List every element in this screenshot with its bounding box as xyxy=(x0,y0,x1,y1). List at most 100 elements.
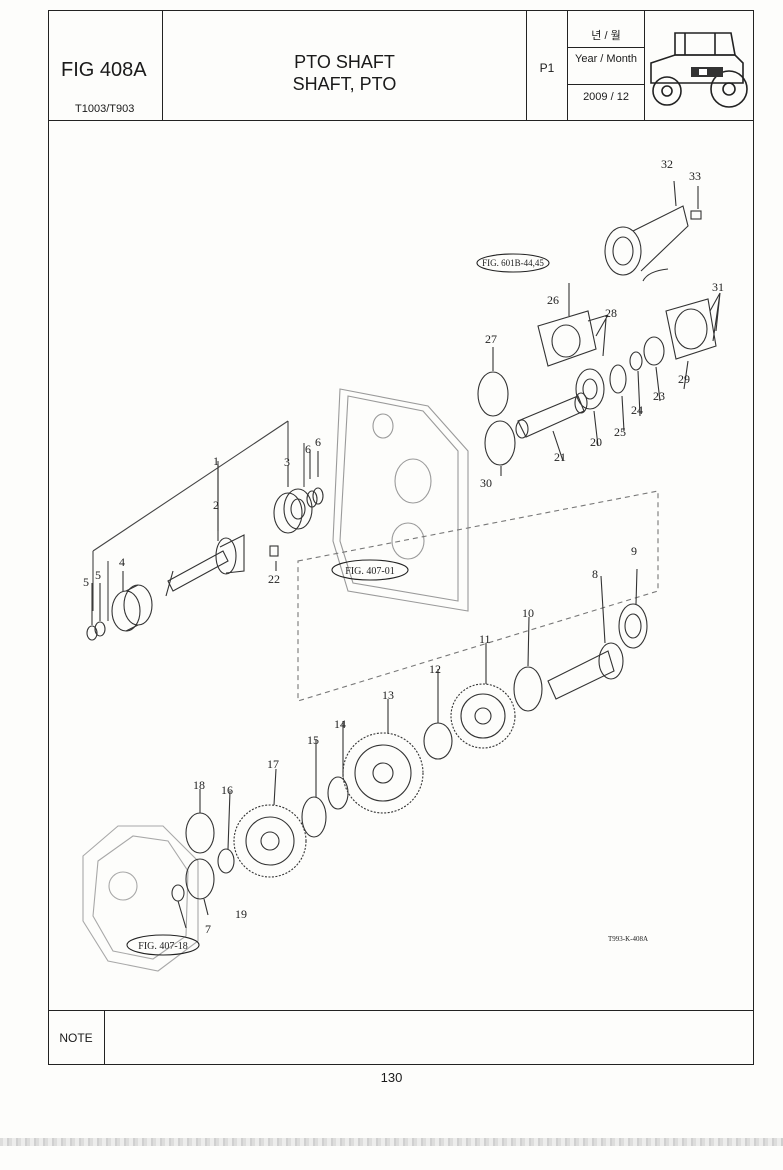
part-label-32: 32 xyxy=(661,157,673,171)
o-ring-30 xyxy=(484,420,516,466)
cover-26 xyxy=(537,310,597,367)
bearing-10 xyxy=(513,666,543,712)
part-label-4: 4 xyxy=(119,555,125,569)
ring-6a xyxy=(306,490,318,508)
part-label-17: 17 xyxy=(267,757,279,771)
part-label-6b: 6 xyxy=(315,435,321,449)
fig-cell: FIG 408A T1003/T903 xyxy=(49,11,163,120)
bearing-9-inner xyxy=(624,613,642,639)
ref-407-01-text: FIG. 407-01 xyxy=(345,566,394,577)
ref-407-18[interactable]: FIG. 407-18 xyxy=(126,934,200,956)
title-cell: PTO SHAFT SHAFT, PTO xyxy=(163,11,527,120)
part-label-27: 27 xyxy=(485,332,497,346)
date-label-kr: 년 / 월 xyxy=(591,30,621,42)
ring-5a xyxy=(86,625,98,641)
part-label-12: 12 xyxy=(429,662,441,676)
part-label-5a: 5 xyxy=(83,575,89,589)
page-code-cell: P1 xyxy=(527,11,568,120)
part-label-28: 28 xyxy=(605,306,617,320)
ring-7 xyxy=(171,884,185,902)
part-label-15: 15 xyxy=(307,733,319,747)
o-ring-27 xyxy=(477,371,509,417)
seal-23 xyxy=(643,336,665,366)
part-label-22: 22 xyxy=(268,572,280,586)
collar-12 xyxy=(423,722,453,760)
bearing-20-inner xyxy=(582,378,598,400)
assembly-outline xyxy=(297,490,659,702)
part-label-18: 18 xyxy=(193,778,205,792)
part-label-13: 13 xyxy=(382,688,394,702)
exploded-diagram: 1 2 3 4 5 5 6 6 7 8 9 10 11 12 13 14 15 … xyxy=(48,121,754,1010)
part-label-30: 30 xyxy=(480,476,492,490)
part-label-25: 25 xyxy=(614,425,626,439)
pin-22 xyxy=(269,545,279,557)
part-label-7: 7 xyxy=(205,922,211,936)
part-label-14: 14 xyxy=(334,717,346,731)
sleeve-32 xyxy=(604,205,689,276)
ring-5b xyxy=(94,621,106,637)
part-label-3: 3 xyxy=(284,455,290,469)
note-row: NOTE xyxy=(48,1010,754,1065)
ref-407-01[interactable]: FIG. 407-01 xyxy=(331,559,409,581)
ring-6b xyxy=(312,487,324,505)
bearing-18 xyxy=(185,812,215,854)
cover-29 xyxy=(665,298,717,360)
shaft-8 xyxy=(547,642,624,700)
ring-24 xyxy=(629,351,643,371)
part-label-21: 21 xyxy=(554,450,566,464)
title-line-2: SHAFT, PTO xyxy=(292,74,397,94)
bearing-9 xyxy=(618,603,648,649)
part-label-23: 23 xyxy=(653,389,665,403)
tractor-icon xyxy=(650,32,748,108)
part-label-5b: 5 xyxy=(95,568,101,582)
collar-16 xyxy=(217,848,235,874)
part-label-20: 20 xyxy=(590,435,602,449)
header-table: FIG 408A T1003/T903 PTO SHAFT SHAFT, PTO… xyxy=(48,10,754,121)
rear-housing xyxy=(82,825,199,972)
part-label-10: 10 xyxy=(522,606,534,620)
bearing-20 xyxy=(575,368,605,410)
part-label-9: 9 xyxy=(631,544,637,558)
part-label-33: 33 xyxy=(689,169,701,183)
ref-407-18-text: FIG. 407-18 xyxy=(138,941,187,952)
page-number: 130 xyxy=(380,1070,403,1085)
bearing-15 xyxy=(301,796,327,838)
snap-ring-25 xyxy=(609,364,627,394)
ref-601b-text: FIG. 601B-44,45 xyxy=(482,258,544,268)
part-label-11: 11 xyxy=(479,632,491,646)
page-frame xyxy=(48,10,754,1065)
part-label-29: 29 xyxy=(678,372,690,386)
part-label-2: 2 xyxy=(213,498,219,512)
housing-plate xyxy=(332,388,469,612)
bolt-33 xyxy=(690,210,702,220)
gear-13 xyxy=(342,732,424,814)
title-line-1: PTO SHAFT xyxy=(294,52,395,72)
pto-shaft-21 xyxy=(515,392,588,439)
page-code: P1 xyxy=(539,61,555,75)
part-label-26: 26 xyxy=(547,293,559,307)
note-label: NOTE xyxy=(48,1011,105,1065)
part-label-19: 19 xyxy=(235,907,247,921)
date-value: 2009 / 12 xyxy=(583,91,629,103)
gear-4 xyxy=(111,584,153,632)
bearing-14 xyxy=(327,776,349,810)
date-cell: 년 / 월 Year / Month 2009 / 12 xyxy=(568,11,645,120)
part-label-24: 24 xyxy=(631,403,643,417)
date-label-kr-row: 년 / 월 xyxy=(568,11,644,48)
logo-cell xyxy=(645,11,753,120)
date-label-en: Year / Month xyxy=(575,53,637,65)
bearing-3 xyxy=(273,488,313,534)
part-label-31: 31 xyxy=(712,280,724,294)
scan-artifact xyxy=(0,1138,783,1146)
model-numbers: T1003/T903 xyxy=(75,103,135,115)
gear-17 xyxy=(233,804,307,878)
part-label-8: 8 xyxy=(592,567,598,581)
part-label-1: 1 xyxy=(213,454,219,468)
part-label-16: 16 xyxy=(221,783,233,797)
main-shaft xyxy=(165,534,245,597)
ref-601b[interactable]: FIG. 601B-44,45 xyxy=(476,253,550,273)
gear-11 xyxy=(450,683,516,749)
arrow-curve xyxy=(642,268,669,282)
bearing-19 xyxy=(185,858,215,900)
diagram-svg: 1 2 3 4 5 5 6 6 7 8 9 10 11 12 13 14 15 … xyxy=(82,157,724,972)
